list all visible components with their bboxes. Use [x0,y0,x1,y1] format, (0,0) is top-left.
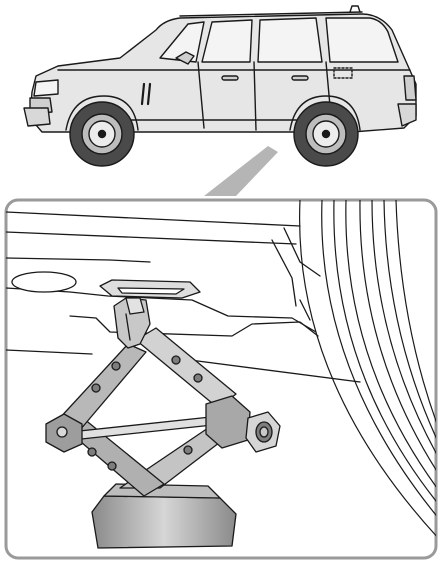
front-door-window [201,19,253,63]
jacking-point-slot-inner [117,287,185,295]
rear-bumper [397,103,417,127]
tyre-arcs [298,200,436,541]
rear-door-edge [325,61,331,107]
rear-door-handle [291,75,309,81]
headlight [33,79,59,97]
zoom-callout-icon [204,146,278,196]
rear-wheel [293,101,359,167]
front-wheel [69,101,135,167]
front-fender-arch [65,95,139,131]
tail-light [403,75,417,101]
scissor-jack-icon [45,297,281,549]
rear-fender-arch [289,95,361,131]
suv-side-view-icon [23,5,417,167]
jack-upper-rear-arm [135,327,237,409]
roof-rail-antenna [349,5,361,13]
jacking-point-oval [11,271,77,293]
side-vent [140,82,152,106]
front-bumper [23,107,51,127]
rear-quarter-window [325,17,399,63]
front-door-handle [221,75,239,81]
jack-base [91,495,237,549]
detail-panel [4,198,438,560]
underbody-structure [6,211,361,383]
rear-door-line [253,61,257,131]
fuel-flap [333,67,353,79]
rear-door-window [257,17,323,63]
roof-rail [179,11,363,17]
front-door-line [197,61,205,129]
side-mirror [175,51,195,65]
